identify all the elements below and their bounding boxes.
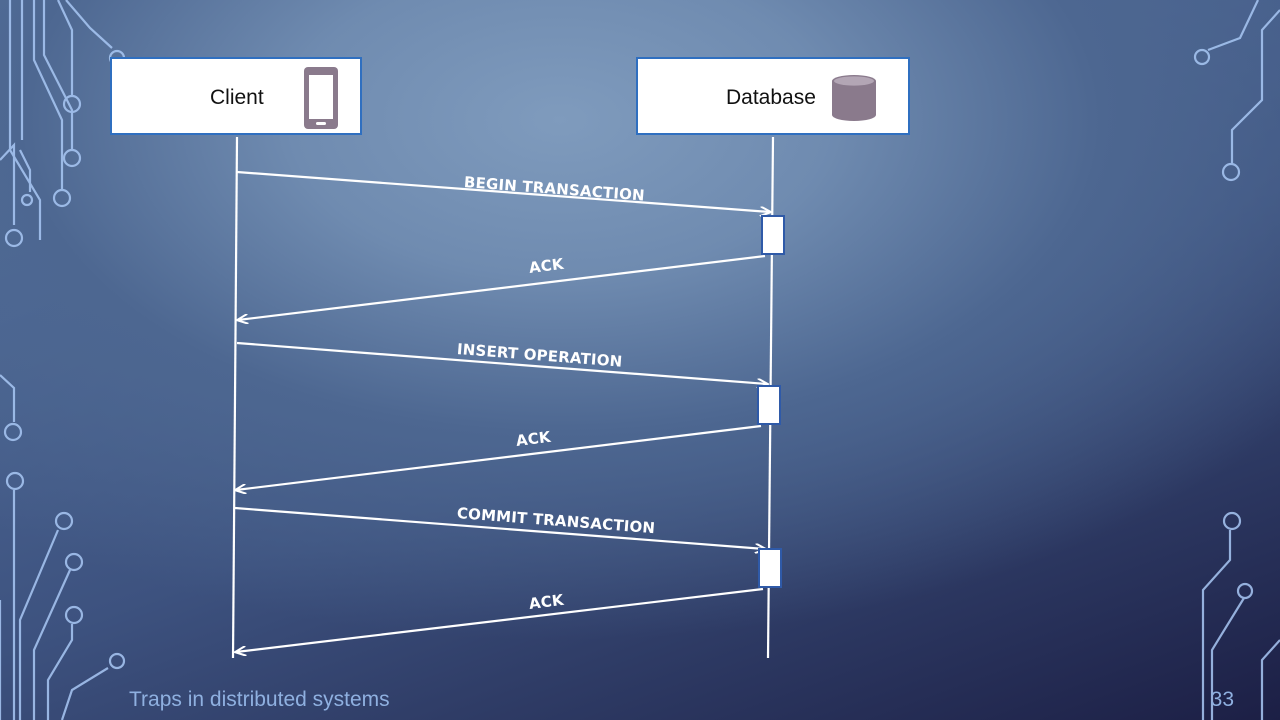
database-cylinder-icon	[832, 75, 876, 121]
message-arrow-begin	[236, 170, 770, 212]
message-arrow-ack-3	[236, 587, 764, 652]
activation-box-3	[758, 548, 782, 588]
client-label: Client	[210, 86, 264, 109]
message-arrow-insert	[236, 341, 767, 384]
message-arrow-ack-1	[238, 254, 766, 320]
page-number: 33	[1210, 688, 1234, 711]
database-label: Database	[726, 86, 816, 109]
activation-box-2	[757, 385, 781, 425]
message-arrow-ack-2	[236, 424, 762, 490]
client-actor-box: Client	[110, 57, 362, 135]
database-actor-box: Database	[636, 57, 910, 135]
mobile-phone-icon	[304, 67, 338, 129]
client-lifeline	[231, 136, 239, 659]
message-arrow-commit	[234, 506, 765, 549]
activation-box-1	[761, 215, 785, 255]
footer-title: Traps in distributed systems	[129, 688, 390, 711]
